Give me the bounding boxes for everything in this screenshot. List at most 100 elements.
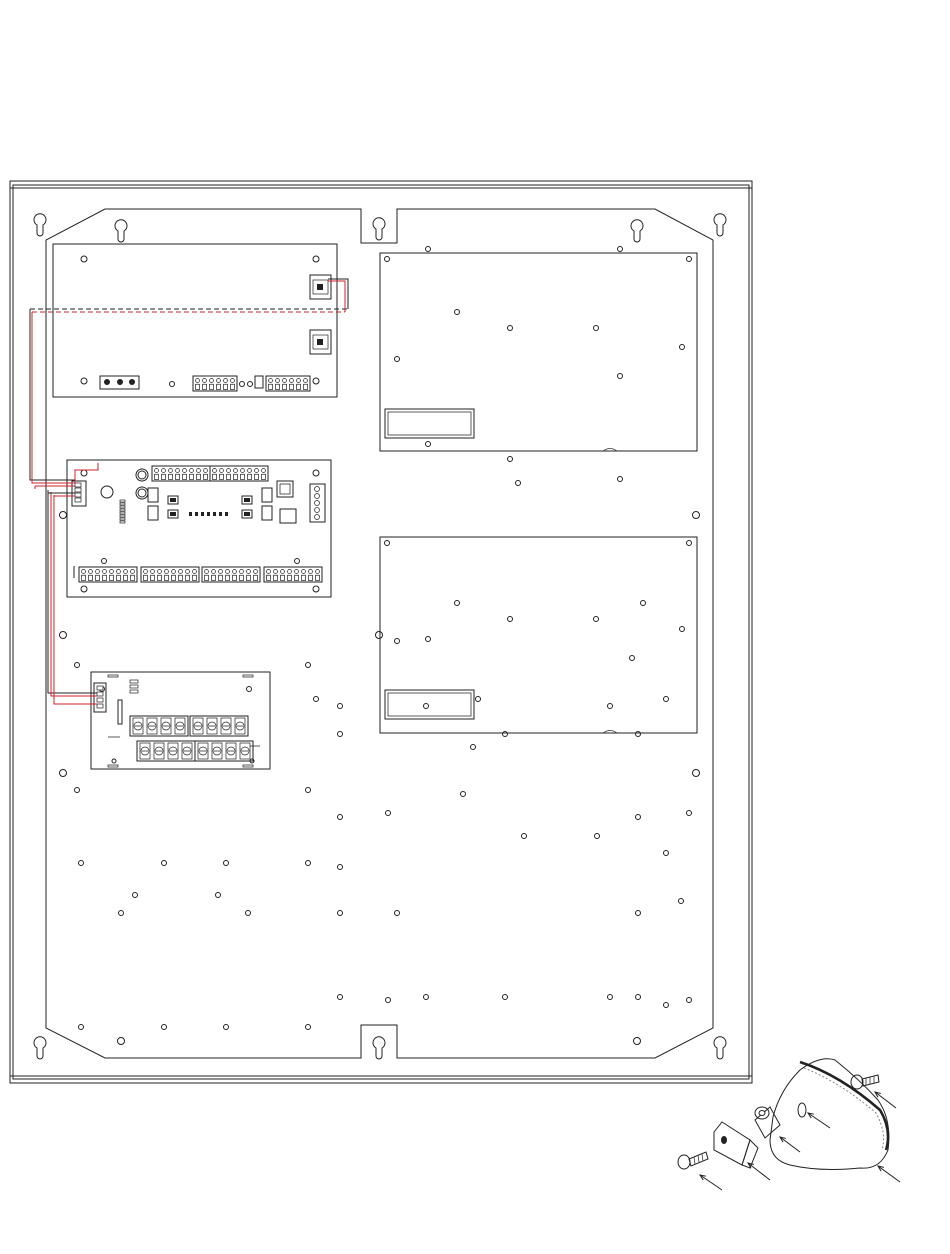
terminal-screw (103, 570, 107, 574)
relay-barrier-bottom-left (137, 741, 195, 761)
terminal-slot (212, 575, 216, 580)
terminal-slot (297, 384, 301, 389)
terminal-slot (254, 575, 258, 580)
terminal-slot (162, 474, 166, 479)
dip-segment (225, 512, 228, 516)
mounting-hole (118, 1038, 125, 1045)
mounting-hole (595, 834, 600, 839)
terminal-slot (103, 575, 107, 580)
terminal-screw (186, 570, 190, 574)
standoff (755, 1107, 780, 1138)
terminal-slot (193, 575, 197, 580)
terminal-slot (224, 384, 228, 389)
mounting-hole (636, 815, 641, 820)
terminal-slot (281, 575, 285, 580)
callout-arrow (748, 1163, 770, 1180)
pin-header (120, 506, 125, 508)
terminal-screw (220, 469, 224, 473)
terminal-screw (276, 379, 280, 383)
mounting-hole (664, 697, 669, 702)
mounting-hole (461, 792, 466, 797)
mounting-hole (338, 732, 343, 737)
terminal-slot (213, 474, 217, 479)
mounting-hole (306, 663, 311, 668)
mounting-hole (306, 1025, 311, 1030)
output-terminal (315, 515, 320, 520)
mounting-hole (133, 893, 138, 898)
terminal-screw (213, 469, 217, 473)
terminal-slot (283, 384, 287, 389)
pin-header (120, 500, 125, 502)
terminal-screw (183, 469, 187, 473)
mounting-hole (424, 704, 429, 709)
terminal-slot (217, 384, 221, 389)
callout-arrow (780, 1137, 800, 1152)
terminal-screw (217, 379, 221, 383)
mounting-hole (224, 1025, 229, 1030)
terminal-slot (309, 575, 313, 580)
mounting-hole (508, 326, 513, 331)
controller-terminal-bottom-4 (264, 567, 322, 582)
screw-lower (678, 1152, 708, 1169)
terminal-slot (196, 384, 200, 389)
psu-switch (255, 376, 263, 388)
terminal-screw (316, 570, 320, 574)
terminal-screw (288, 570, 292, 574)
terminal-slot (288, 575, 292, 580)
terminal-screw (248, 469, 252, 473)
mounting-hole (618, 374, 623, 379)
terminal-slot (267, 575, 271, 580)
terminal-screw (190, 469, 194, 473)
keyhole-slot (714, 214, 726, 236)
relay-input-pin (97, 698, 103, 702)
terminal-screw (309, 570, 313, 574)
terminal-slot (269, 384, 273, 389)
mounting-hole (75, 788, 80, 793)
mounting-hole (338, 815, 343, 820)
psu-led (248, 382, 253, 387)
terminal-slot (276, 384, 280, 389)
terminal-slot (197, 474, 201, 479)
terminal-slot (210, 384, 214, 389)
terminal-screw (247, 570, 251, 574)
terminal-slot (220, 474, 224, 479)
pin-header (120, 509, 125, 511)
terminal-screw (269, 379, 273, 383)
terminal-slot (247, 575, 251, 580)
mounting-hole (693, 770, 700, 777)
terminal-screw (89, 570, 93, 574)
mounting-hole (314, 697, 319, 702)
mounting-hole (162, 1025, 167, 1030)
mounting-hole (79, 861, 84, 866)
terminal-screw (233, 570, 237, 574)
terminal-slot (179, 575, 183, 580)
relay-input-pin (97, 704, 103, 708)
mounting-hole (664, 851, 669, 856)
terminal-slot (117, 575, 121, 580)
mounting-hole (636, 995, 641, 1000)
terminal-screw (158, 570, 162, 574)
dip-segment (195, 512, 198, 516)
terminal-slot (316, 575, 320, 580)
mounting-hole (618, 477, 623, 482)
controller-terminal-top-1 (152, 466, 210, 481)
terminal-screw (176, 469, 180, 473)
upper-expansion-plate (380, 253, 697, 451)
keyhole-slot (373, 1037, 385, 1059)
terminal-slot (262, 474, 266, 479)
input-connector-pin (75, 493, 81, 497)
mounting-hole (376, 632, 383, 639)
terminal-screw (179, 570, 183, 574)
output-terminal (315, 494, 320, 499)
relay-input-pin (97, 686, 103, 690)
terminal-slot (226, 575, 230, 580)
terminal-slot (227, 474, 231, 479)
relay-indicator (130, 685, 138, 688)
terminal-slot (89, 575, 93, 580)
terminal-screw (295, 570, 299, 574)
terminal-slot (302, 575, 306, 580)
terminal-slot (203, 384, 207, 389)
controller-board (67, 460, 331, 597)
mounting-hole (424, 995, 429, 1000)
terminal-screw (219, 570, 223, 574)
